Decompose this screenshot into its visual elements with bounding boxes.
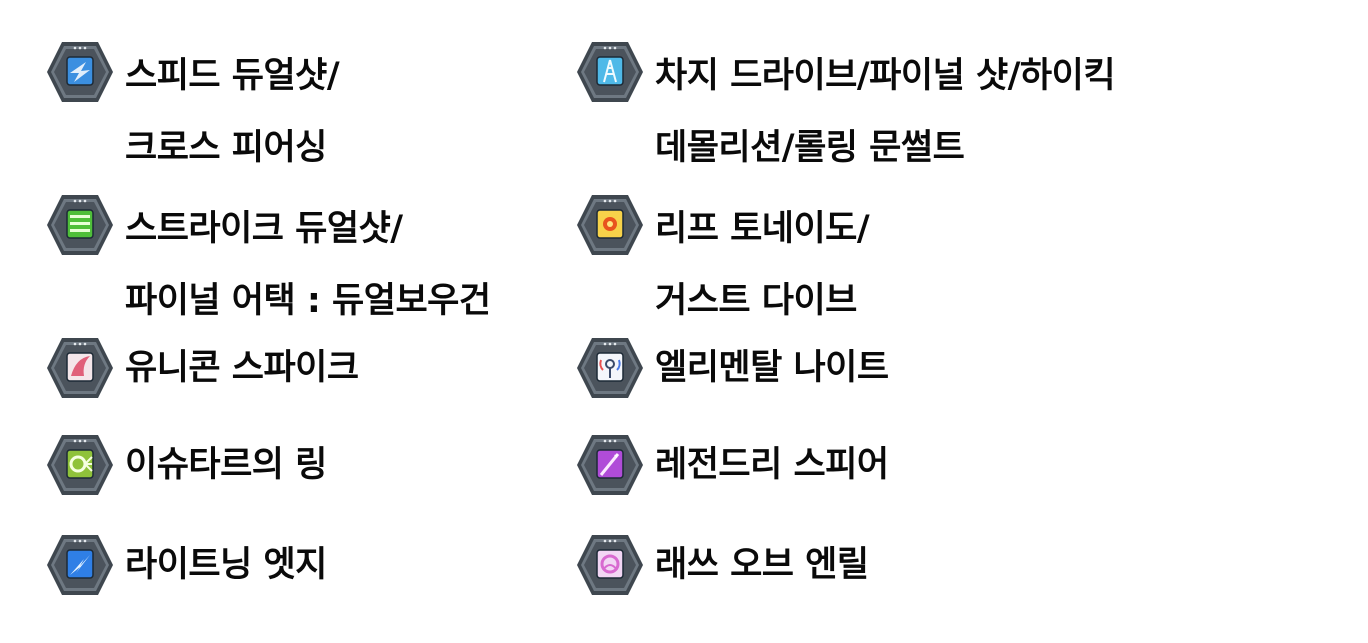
skill-name: 거스트 다이브 xyxy=(655,281,857,321)
skill-name: 리프 토네이도/ xyxy=(655,209,870,249)
skill-ishtar-ring: 이슈타르의 링 xyxy=(46,433,327,497)
skill-name: 스트라이크 듀얼샷/ xyxy=(125,209,403,249)
skill-unicorn-spike: 유니콘 스파이크 xyxy=(46,336,359,400)
spear-icon xyxy=(576,433,644,497)
skill-name: 크로스 피어싱 xyxy=(125,128,327,168)
skill-name: 라이트닝 엣지 xyxy=(125,545,327,585)
skill-wrath-of-enlil: 래쓰 오브 엔릴 xyxy=(576,533,869,597)
blue-arrow-icon xyxy=(46,40,114,104)
skill-speed-dual-shot: 스피드 듀얼샷/ 크로스 피어싱 xyxy=(46,40,340,184)
tornado-icon xyxy=(576,193,644,257)
skill-legendary-spear: 레전드리 스피어 xyxy=(576,433,889,497)
skill-name: 엘리멘탈 나이트 xyxy=(655,348,889,388)
enlil-icon xyxy=(576,533,644,597)
ring-icon xyxy=(46,433,114,497)
skill-name: 이슈타르의 링 xyxy=(125,445,327,485)
skill-name: 파이널 어택 : 듀얼보우건 xyxy=(125,281,491,321)
skill-lightning-edge: 라이트닝 엣지 xyxy=(46,533,327,597)
skill-name: 차지 드라이브/파이널 샷/하이킥 xyxy=(655,56,1116,96)
lightning-icon xyxy=(46,533,114,597)
skill-charge-drive: 차지 드라이브/파이널 샷/하이킥 데몰리션/롤링 문썰트 xyxy=(576,40,1116,184)
skill-name: 레전드리 스피어 xyxy=(655,445,889,485)
skill-elemental-knight: 엘리멘탈 나이트 xyxy=(576,336,889,400)
green-bolts-icon xyxy=(46,193,114,257)
skill-name: 래쓰 오브 엔릴 xyxy=(655,545,869,585)
skill-strike-dual-shot: 스트라이크 듀얼샷/ 파이널 어택 : 듀얼보우건 xyxy=(46,193,491,337)
skill-name: 데몰리션/롤링 문썰트 xyxy=(655,128,965,168)
tower-icon xyxy=(576,40,644,104)
skill-name: 스피드 듀얼샷/ xyxy=(125,56,340,96)
unicorn-icon xyxy=(46,336,114,400)
skill-leaf-tornado: 리프 토네이도/ 거스트 다이브 xyxy=(576,193,870,337)
elemental-icon xyxy=(576,336,644,400)
skill-name: 유니콘 스파이크 xyxy=(125,348,359,388)
